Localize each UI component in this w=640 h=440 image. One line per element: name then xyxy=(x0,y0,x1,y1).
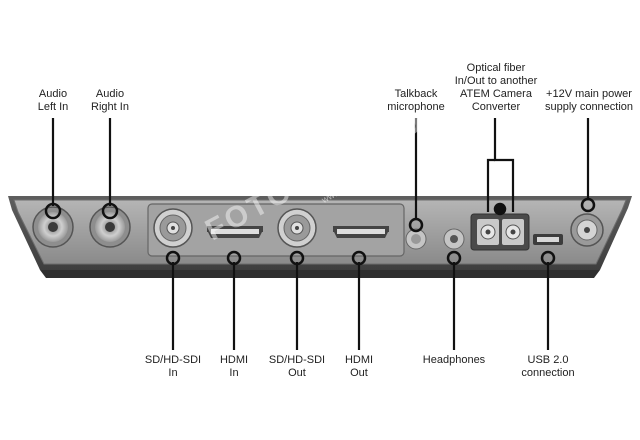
label-line: HDMI xyxy=(344,354,374,366)
label-sdi-out: SD/HD-SDI Out xyxy=(262,354,332,380)
label-headphones: Headphones xyxy=(418,354,490,367)
audio-right-in-jack xyxy=(89,206,131,248)
label-line: connection xyxy=(521,367,575,379)
marker-hdmi-in xyxy=(226,250,242,266)
label-optical-fiber: Optical fiber In/Out to another ATEM Cam… xyxy=(448,62,544,114)
label-sdi-in: SD/HD-SDI In xyxy=(138,354,208,380)
hdmi-in-port xyxy=(207,226,263,238)
label-line: In/Out to another xyxy=(454,75,538,87)
marker-sdi-in xyxy=(165,250,181,266)
label-line: Headphones xyxy=(422,354,486,366)
marker-sdi-out xyxy=(289,250,305,266)
label-line: USB 2.0 xyxy=(527,354,569,366)
label-line: SD/HD-SDI xyxy=(268,354,326,366)
sdi-out-connector xyxy=(277,208,317,248)
label-talkback-microphone: Talkback microphone xyxy=(380,88,452,114)
marker-headphones xyxy=(446,250,462,266)
callout-lines xyxy=(51,118,590,350)
label-line: Optical fiber xyxy=(466,62,526,74)
label-line: In xyxy=(229,367,239,379)
label-line: Right In xyxy=(91,101,129,113)
label-line: microphone xyxy=(387,101,445,113)
label-line: SD/HD-SDI xyxy=(144,354,202,366)
label-line: Out xyxy=(288,367,306,379)
label-line: ATEM Camera xyxy=(460,88,532,100)
label-line: supply connection xyxy=(544,101,634,113)
label-line: In xyxy=(168,367,178,379)
optical-fiber-connector xyxy=(470,213,530,251)
marker-optical xyxy=(493,202,507,216)
label-line: Audio xyxy=(38,88,68,100)
label-hdmi-out: HDMI Out xyxy=(339,354,379,380)
label-audio-left-in: Audio Left In xyxy=(30,88,76,114)
marker-audio-right xyxy=(101,202,119,220)
audio-left-in-jack xyxy=(32,206,74,248)
label-line: Converter xyxy=(471,101,521,113)
label-audio-right-in: Audio Right In xyxy=(84,88,136,114)
label-line: Out xyxy=(350,367,368,379)
talkback-microphone-hole xyxy=(405,228,427,250)
label-line: +12V main power xyxy=(546,88,632,100)
marker-power xyxy=(580,197,596,213)
video-connector-panel xyxy=(147,203,405,257)
marker-talkback xyxy=(408,217,424,233)
marker-audio-left xyxy=(44,202,62,220)
power-connector xyxy=(570,213,604,247)
label-hdmi-in: HDMI In xyxy=(214,354,254,380)
label-line: Left In xyxy=(37,101,69,113)
headphones-jack xyxy=(443,228,465,250)
label-line: HDMI xyxy=(219,354,249,366)
marker-usb xyxy=(540,250,556,266)
hdmi-out-port xyxy=(333,226,389,238)
label-power-supply: +12V main power supply connection xyxy=(542,88,636,114)
label-line: Audio xyxy=(95,88,125,100)
label-usb: USB 2.0 connection xyxy=(514,354,582,380)
callout-markers xyxy=(44,197,596,266)
label-line: Talkback xyxy=(394,88,438,100)
marker-hdmi-out xyxy=(351,250,367,266)
usb-port xyxy=(533,234,563,245)
sdi-in-connector xyxy=(153,208,193,248)
